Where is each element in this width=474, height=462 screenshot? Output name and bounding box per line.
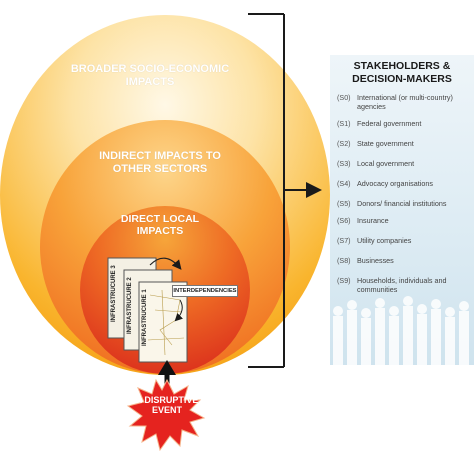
infrastructure-2-label: INFRASTRUCURE 2 [127,277,133,334]
stakeholder-panel [330,55,474,365]
stakeholder-bracket [248,13,322,368]
broader-impacts-label: BROADER SOCIO-ECONOMIC IMPACTS [70,63,230,88]
crowd-silhouette [333,296,469,365]
list-item: (S4)Advocacy organisations [337,179,433,188]
direct-impacts-label: DIRECT LOCAL IMPACTS [120,213,200,238]
list-item: (S1)Federal government [337,119,422,128]
list-item: (S5)Donors/ financial institutions [337,199,447,208]
list-item: (S8)Businesses [337,256,394,265]
list-item: (S9)Households, individuals and communit… [337,276,447,294]
disruptive-event-burst [126,378,206,452]
list-item: (S6)Insurance [337,216,389,225]
infrastructure-stack [107,257,188,363]
stakeholder-list: (S0)International (or multi-country) age… [337,93,472,294]
stakeholders-title: STAKEHOLDERS & DECISION-MAKERS [352,60,452,85]
indirect-impacts-label: INDIRECT IMPACTS TO OTHER SECTORS [99,150,221,175]
interdependencies-label: INTERDEPENDENCIES [172,285,238,297]
list-item: (S2)State government [337,139,414,148]
disruptive-event-label: A DISRUPTIVE EVENT [135,395,199,415]
list-item: (S3)Local government [337,159,415,168]
list-item: (S0)International (or multi-country) age… [337,93,453,111]
infrastructure-3-label: INFRASTRUCURE 3 [111,265,117,322]
list-item: (S7)Utility companies [337,236,412,245]
infrastructure-1-label: INFRASTRUCURE 1 [142,289,148,346]
